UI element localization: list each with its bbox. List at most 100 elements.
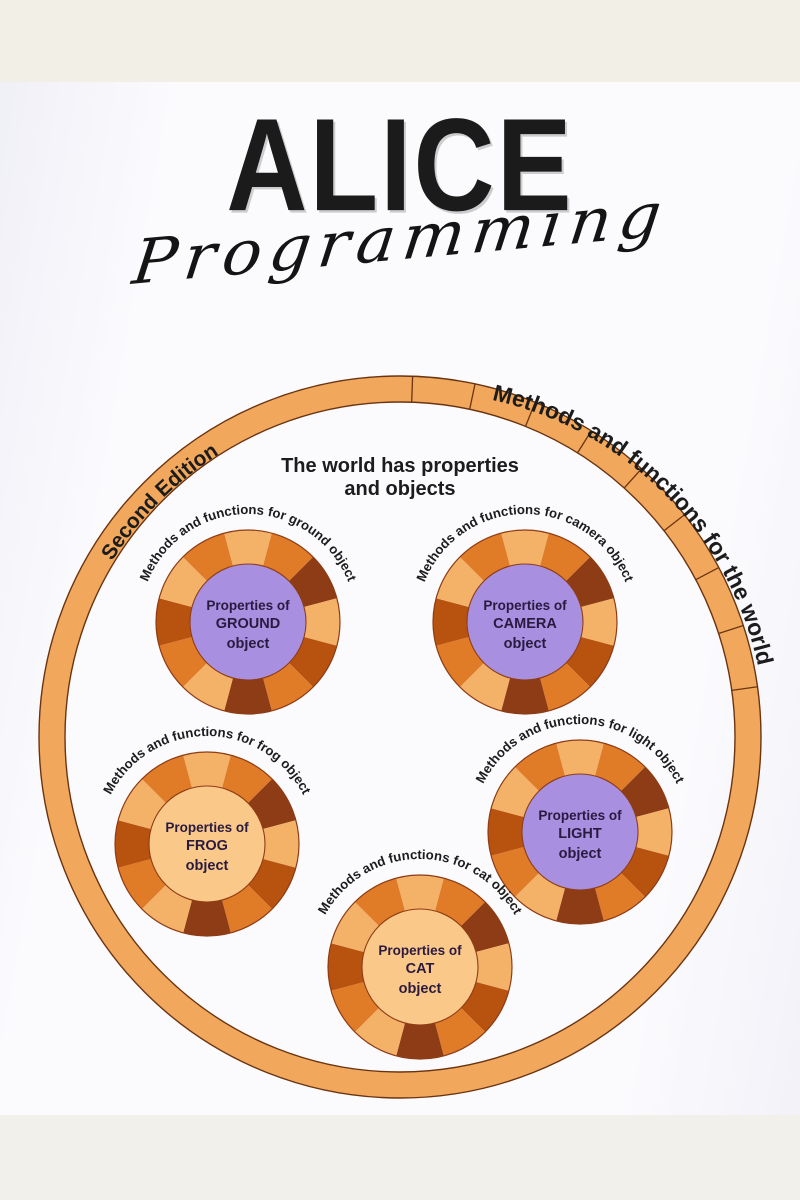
method-wedge	[476, 943, 512, 991]
method-wedge	[436, 556, 484, 607]
world-ring-inner-edge	[64, 401, 736, 1073]
object-model-diagram: Second Edition Methods and functions for…	[38, 375, 779, 1099]
object-properties-line-3: object	[504, 636, 547, 652]
method-wedge	[331, 901, 379, 952]
object-ring-outline-cat	[327, 874, 513, 1060]
method-wedge	[556, 888, 604, 924]
method-wedge	[488, 808, 524, 856]
method-wedge	[461, 982, 509, 1033]
method-wedge	[354, 878, 405, 926]
method-wedge	[436, 637, 484, 688]
object-method-ring-cat	[328, 875, 512, 1059]
object-properties-line-1: Properties of	[538, 808, 622, 823]
method-wedge	[248, 778, 296, 829]
method-wedge	[491, 847, 539, 898]
method-wedge	[461, 901, 509, 952]
top-margin-band	[0, 0, 800, 82]
method-wedge	[159, 637, 207, 688]
method-wedge	[115, 820, 151, 868]
method-wedge	[459, 663, 510, 711]
method-wedge	[581, 598, 618, 646]
world-ring-band	[39, 376, 761, 1098]
method-wedge	[435, 1008, 486, 1056]
world-center-caption-line1: The world has properties	[281, 455, 519, 477]
method-wedge	[118, 778, 166, 829]
method-wedge	[491, 766, 539, 817]
method-wedge	[566, 556, 614, 607]
world-center-caption-line2: and objects	[344, 478, 455, 500]
method-wedge	[435, 878, 486, 926]
method-wedge	[595, 743, 646, 791]
method-wedge	[514, 873, 565, 921]
world-ring-outer-stroke	[38, 375, 762, 1099]
object-ring-outline-frog	[114, 751, 300, 937]
method-wedge	[459, 533, 510, 581]
method-wedge	[224, 530, 272, 566]
object-properties-disc-light	[521, 773, 639, 891]
title-block: ALICE	[0, 98, 800, 230]
method-wedge	[263, 533, 314, 581]
object-method-ring-ground	[156, 530, 340, 714]
method-wedge	[396, 1023, 444, 1059]
method-wedge	[556, 740, 604, 776]
method-wedge	[540, 663, 591, 711]
object-ring-outline-ground	[155, 529, 341, 715]
object-properties-line-3: object	[559, 846, 602, 862]
object-ring-outline-light	[487, 739, 673, 925]
object-properties-disc-camera	[466, 563, 584, 681]
method-wedge	[595, 873, 646, 921]
object-properties-disc-frog	[148, 785, 266, 903]
method-wedge	[566, 637, 614, 688]
object-properties-line-3: object	[227, 636, 270, 652]
object-properties-line-1: Properties of	[378, 943, 462, 958]
method-wedge	[396, 875, 444, 911]
book-cover: ALICE Programming	[0, 82, 800, 1115]
method-wedge	[183, 752, 231, 788]
method-wedge	[328, 943, 364, 991]
method-wedge	[182, 663, 233, 711]
method-wedge	[118, 859, 166, 910]
method-wedge	[141, 755, 192, 803]
object-method-ring-frog	[115, 752, 299, 936]
method-wedge	[289, 556, 337, 607]
method-wedge	[354, 1008, 405, 1056]
method-wedge	[263, 820, 299, 868]
object-properties-line-2: CAMERA	[493, 616, 557, 632]
method-wedge	[331, 982, 379, 1033]
method-wedge	[263, 663, 314, 711]
object-method-ring-camera	[433, 530, 618, 714]
object-properties-disc-ground	[189, 563, 307, 681]
method-wedge	[433, 598, 469, 646]
method-wedge	[621, 766, 669, 817]
object-properties-line-1: Properties of	[206, 598, 290, 613]
object-properties-line-3: object	[186, 858, 229, 874]
bottom-margin-band	[0, 1115, 800, 1200]
object-properties-line-2: FROG	[186, 838, 228, 854]
method-wedge	[183, 900, 231, 936]
method-wedge	[159, 556, 207, 607]
object-properties-line-1: Properties of	[165, 820, 249, 835]
object-properties-line-1: Properties of	[483, 598, 567, 613]
method-wedge	[636, 808, 672, 856]
method-wedge	[501, 530, 549, 566]
object-properties-line-3: object	[399, 981, 442, 997]
method-wedge	[248, 859, 296, 910]
object-ring-outline-camera	[432, 529, 618, 715]
method-wedge	[501, 678, 549, 714]
method-wedge	[540, 533, 591, 581]
object-method-ring-light	[488, 740, 672, 924]
object-properties-line-2: GROUND	[216, 616, 280, 632]
method-wedge	[224, 678, 272, 714]
method-wedge	[514, 743, 565, 791]
object-properties-line-2: CAT	[406, 961, 435, 977]
method-wedge	[141, 885, 192, 933]
method-wedge	[222, 755, 273, 803]
method-wedge	[156, 598, 192, 646]
